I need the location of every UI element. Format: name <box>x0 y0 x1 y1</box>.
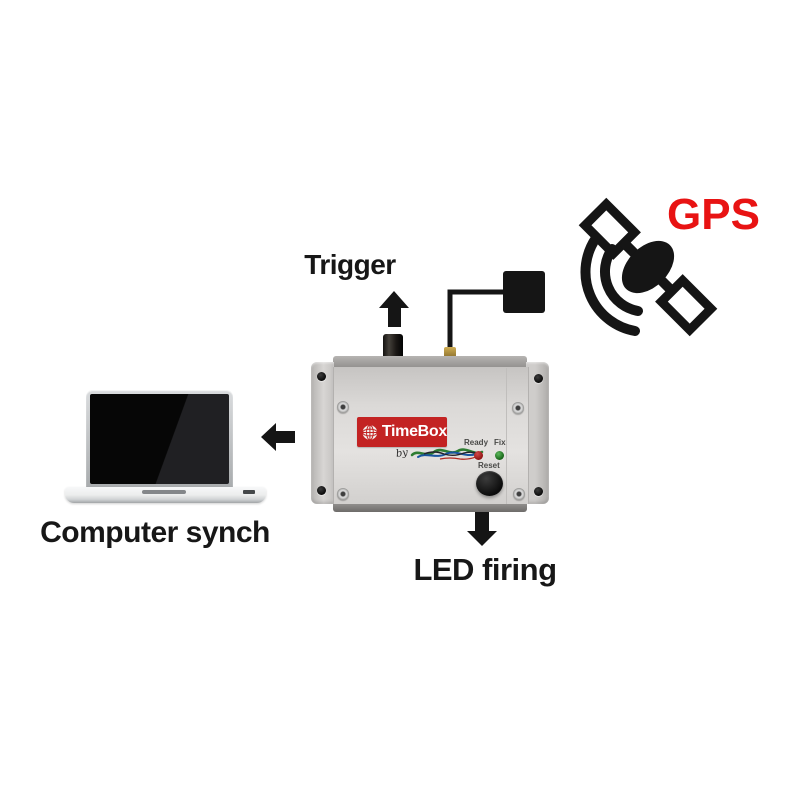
gps-label: GPS <box>667 190 760 239</box>
computer-synch-label: Computer synch <box>40 516 270 549</box>
laptop-screen <box>90 394 229 484</box>
satellite-body <box>621 240 675 294</box>
panel-screw <box>337 401 349 413</box>
brand-label: TimeBox <box>357 417 447 447</box>
ready-led-label: Ready <box>464 438 489 447</box>
laptop-port <box>243 490 255 494</box>
reset-label: Reset <box>478 461 500 470</box>
fix-led <box>495 451 504 460</box>
bnc-connector <box>383 334 403 358</box>
flange-hole <box>317 372 326 381</box>
globe-icon <box>362 424 378 440</box>
trigger-arrow-icon <box>379 291 409 327</box>
trigger-label: Trigger <box>304 249 396 280</box>
laptop-base <box>65 487 266 503</box>
signal-wave-outer <box>580 233 640 336</box>
signal-wave-inner <box>600 244 643 316</box>
gps-antenna-icon <box>503 271 545 313</box>
fix-led-label: Fix <box>494 438 506 447</box>
panel-screw <box>512 402 524 414</box>
satellite-strut-left <box>619 238 639 258</box>
brand-name: TimeBox <box>381 423 447 440</box>
antenna-jack <box>444 347 456 358</box>
flange-hole <box>317 486 326 495</box>
device-flange-right <box>526 362 549 504</box>
gps-satellite-icon <box>578 197 718 337</box>
device-bottom-edge <box>333 504 527 512</box>
laptop-hinge-slot <box>142 490 186 494</box>
device-flange-left <box>311 362 334 504</box>
panel-screw <box>513 488 525 500</box>
ready-led <box>474 451 483 460</box>
panel-screw <box>337 488 349 500</box>
led-firing-label: LED firing <box>413 552 557 587</box>
reset-button <box>476 471 503 496</box>
led-firing-arrow-icon <box>467 512 497 546</box>
byline-word: by <box>395 447 409 460</box>
brand-byline: by <box>395 445 486 463</box>
maker-logo <box>410 448 484 460</box>
device-top-edge <box>333 356 527 367</box>
flange-hole <box>534 487 543 496</box>
flange-hole <box>534 374 543 383</box>
computer-arrow-icon <box>261 423 295 451</box>
device-panel-seam <box>506 368 507 504</box>
satellite-strut-right <box>657 276 677 296</box>
antenna-cable <box>447 289 504 352</box>
